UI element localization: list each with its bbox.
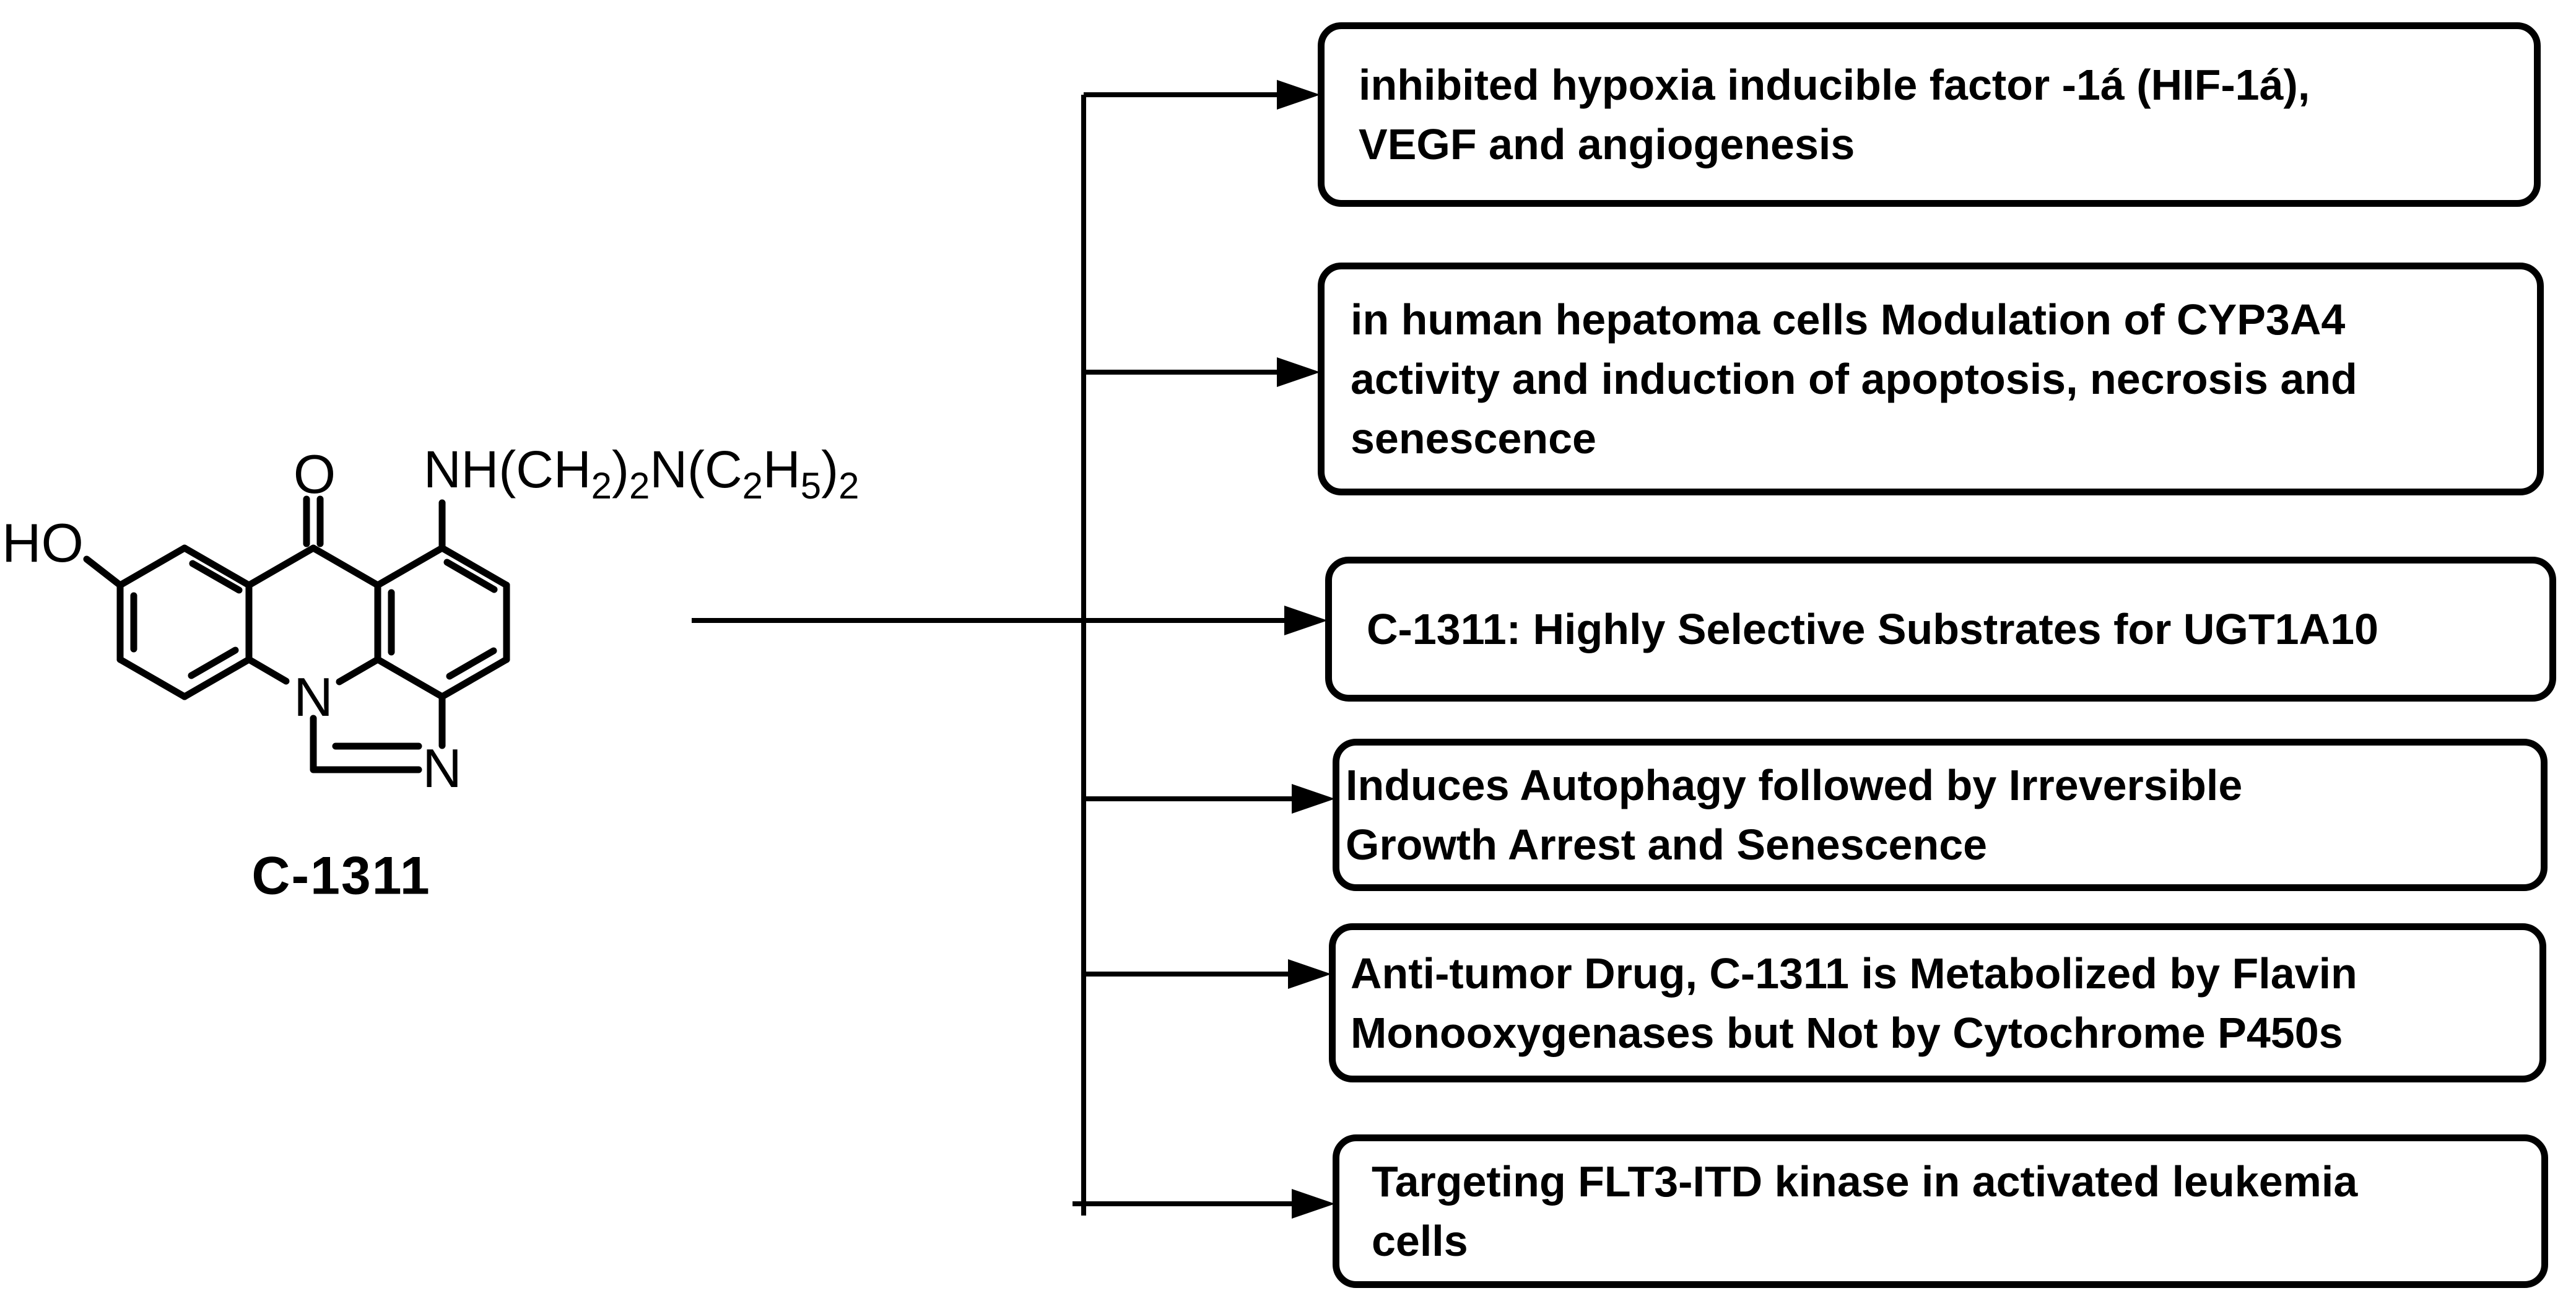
formula-subscript: 2 xyxy=(629,465,650,507)
bond-double-inner xyxy=(189,560,243,594)
arrowhead-2 xyxy=(1277,357,1320,387)
formula-subscript: 5 xyxy=(800,465,822,507)
finding-text: in human hepatoma cells Modulation of CY… xyxy=(1351,295,2346,344)
arrowhead-1 xyxy=(1277,80,1320,110)
formula-segment: ) xyxy=(612,440,629,498)
bond xyxy=(245,544,317,589)
ketone-oxygen-label: O xyxy=(293,443,336,505)
finding-box-flt3: Targeting FLT3-ITD kinase in activated l… xyxy=(1333,1134,2548,1288)
finding-text: activity and induction of apoptosis, nec… xyxy=(1351,355,2357,403)
finding-box-autophagy: Induces Autophagy followed by Irreversib… xyxy=(1333,739,2548,891)
bond xyxy=(438,544,510,589)
formula-segment: NH(CH xyxy=(424,440,591,498)
arrowheads xyxy=(1277,80,1335,1219)
finding-text: inhibited hypoxia inducible factor -1á (… xyxy=(1359,61,2310,109)
finding-box-ugt1a10: C-1311: Highly Selective Substrates for … xyxy=(1325,557,2556,702)
connector-arrows xyxy=(692,92,1293,1216)
bond xyxy=(116,656,188,700)
finding-text: VEGF and angiogenesis xyxy=(1359,120,1855,168)
bond xyxy=(310,544,381,589)
bond xyxy=(116,544,188,589)
bond xyxy=(181,656,253,700)
ring-nitrogen-label: N xyxy=(294,666,333,728)
finding-text: Targeting FLT3-ITD kinase in activated l… xyxy=(1372,1157,2358,1206)
bond-double-inner xyxy=(446,647,497,680)
finding-text: cells xyxy=(1372,1217,1468,1265)
bond-double-inner xyxy=(188,646,239,679)
bond xyxy=(374,544,446,589)
formula-segment: ) xyxy=(821,440,839,498)
imidazole-nitrogen-label: N xyxy=(422,738,462,799)
bond xyxy=(181,544,253,589)
bond-imidazole xyxy=(310,715,422,773)
arrowhead-3 xyxy=(1284,606,1328,635)
bond xyxy=(336,656,381,685)
finding-text: senescence xyxy=(1351,414,1596,463)
finding-text: Anti-tumor Drug, C-1311 is Metabolized b… xyxy=(1351,949,2357,998)
formula-segment: N(C xyxy=(650,440,742,498)
bond xyxy=(245,656,290,685)
finding-text: Monooxygenases but Not by Cytochrome P45… xyxy=(1351,1008,2343,1057)
bond-ho xyxy=(83,555,124,589)
compound-name-label: C-1311 xyxy=(251,846,431,906)
finding-box-hif: inhibited hypoxia inducible factor -1á (… xyxy=(1318,22,2541,207)
formula-subscript: 2 xyxy=(838,465,859,507)
hydroxyl-label: HO xyxy=(2,512,84,573)
arrowhead-5 xyxy=(1288,959,1331,989)
formula-subscript: 2 xyxy=(742,465,764,507)
finding-box-fmo: Anti-tumor Drug, C-1311 is Metabolized b… xyxy=(1329,923,2546,1082)
bond xyxy=(374,656,446,700)
arrowhead-6 xyxy=(1292,1189,1335,1219)
side-chain-formula: NH(CH2)2N(C2H5)2 xyxy=(424,441,859,515)
finding-text: Induces Autophagy followed by Irreversib… xyxy=(1346,761,2243,809)
formula-subscript: 2 xyxy=(591,465,612,507)
molecule-skeleton xyxy=(83,495,510,773)
finding-box-cyp3a4: in human hepatoma cells Modulation of CY… xyxy=(1318,263,2544,495)
formula-segment: H xyxy=(763,440,801,498)
finding-text: Growth Arrest and Senescence xyxy=(1346,820,1988,869)
arrowhead-4 xyxy=(1292,784,1335,814)
bond-double-inner xyxy=(443,559,498,593)
finding-text: C-1311: Highly Selective Substrates for … xyxy=(1367,605,2378,653)
bond xyxy=(438,656,510,700)
